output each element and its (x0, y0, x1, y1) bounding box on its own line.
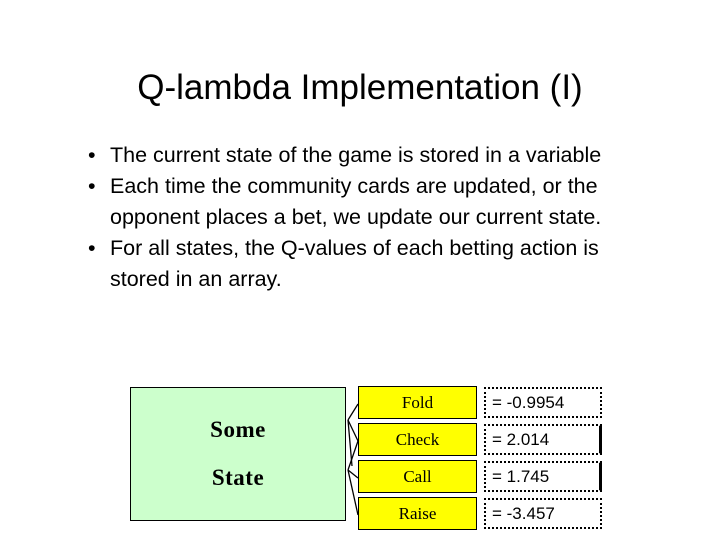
list-item: • For all states, the Q-values of each b… (84, 233, 664, 295)
bullet-list: • The current state of the game is store… (84, 140, 664, 295)
q-value-text: = -3.457 (492, 503, 555, 523)
q-value-call: = 1.745 (484, 461, 602, 492)
state-box-line-2: State (211, 465, 265, 490)
state-box-line-1: Some (210, 417, 266, 442)
q-value-text: = -0.9954 (492, 392, 565, 412)
action-label: Call (403, 466, 432, 486)
page-title: Q-lambda Implementation (I) (137, 68, 583, 108)
list-item-text: Each time the community cards are update… (110, 174, 602, 229)
action-label: Fold (401, 392, 434, 412)
bullet-point-icon: • (88, 236, 96, 260)
q-value-text: = 1.745 (492, 466, 550, 486)
bullet-point-icon: • (88, 143, 96, 167)
list-item-text: The current state of the game is stored … (110, 143, 602, 167)
action-box-raise: Raise (358, 497, 477, 530)
q-value-text: = 2.014 (492, 429, 550, 449)
action-box-fold: Fold (358, 386, 477, 419)
list-item-text: For all states, the Q-values of each bet… (110, 236, 599, 291)
state-box: Some State (130, 387, 346, 521)
action-box-call: Call (358, 460, 477, 493)
action-box-check: Check (358, 423, 477, 456)
q-value-raise: = -3.457 (484, 498, 602, 529)
q-value-fold: = -0.9954 (484, 387, 602, 418)
list-item: • The current state of the game is store… (84, 140, 664, 171)
bullet-point-icon: • (88, 174, 96, 198)
q-value-check: = 2.014 (484, 424, 602, 455)
action-label: Check (395, 429, 440, 449)
action-label: Raise (398, 503, 437, 523)
list-item: • Each time the community cards are upda… (84, 171, 664, 233)
